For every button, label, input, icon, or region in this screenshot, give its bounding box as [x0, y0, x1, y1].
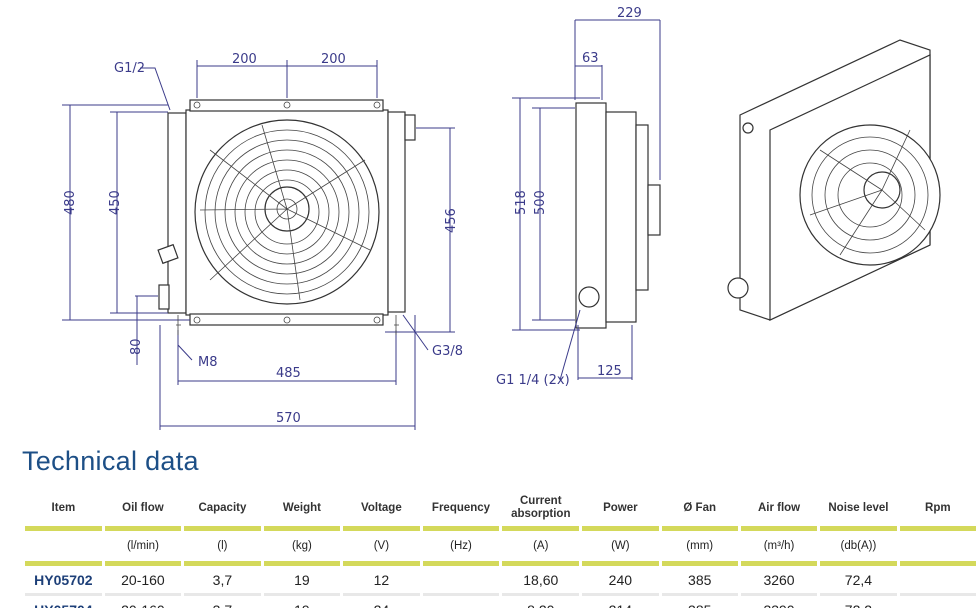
- cell: [422, 566, 500, 596]
- col-weight: Weight: [263, 490, 341, 531]
- cell: [423, 596, 500, 608]
- dim-125: 125: [597, 364, 622, 379]
- unit: (A): [502, 531, 580, 566]
- dim-63: 63: [582, 51, 599, 66]
- dim-200-right: 200: [321, 52, 346, 67]
- unit: [25, 531, 102, 566]
- cell: [900, 596, 976, 608]
- col-rpm: Rpm: [899, 490, 976, 531]
- cell: 12: [343, 566, 420, 596]
- unit: (Hz): [422, 531, 500, 566]
- cell: 18,60: [502, 566, 580, 596]
- unit: (V): [343, 531, 420, 566]
- cell: 20-160: [104, 566, 182, 596]
- front-view: 200 200 G1/2 480 450 456 80 M8 G3/8 485 …: [62, 52, 463, 430]
- isometric-view: [727, 39, 941, 321]
- cell: 240: [582, 566, 659, 596]
- unit: (m³/h): [740, 531, 818, 566]
- cell: 3260: [740, 566, 818, 596]
- cell: 214: [582, 596, 658, 608]
- item-code[interactable]: HY05704: [25, 596, 102, 608]
- dim-480: 480: [63, 190, 78, 215]
- cell: 20-160: [105, 596, 181, 608]
- col-capacity: Capacity: [184, 490, 261, 531]
- dim-456: 456: [444, 208, 459, 233]
- unit: (W): [582, 531, 659, 566]
- table-row: HY05702 20-160 3,7 19 12 18,60 240 385 3…: [25, 566, 976, 596]
- cell: 19: [264, 596, 340, 608]
- cell: 3,7: [184, 596, 261, 608]
- technical-data-table: Item Oil flow Capacity Weight Voltage Fr…: [22, 490, 979, 608]
- units-row: (l/min) (l) (kg) (V) (Hz) (A) (W) (mm) (…: [25, 531, 976, 566]
- cell: 24: [343, 596, 419, 608]
- unit: (l/min): [104, 531, 182, 566]
- cell: 19: [263, 566, 341, 596]
- col-current: Current absorption: [502, 490, 580, 531]
- label-g38: G3/8: [432, 344, 463, 359]
- dim-450: 450: [108, 190, 123, 215]
- col-item: Item: [25, 490, 102, 531]
- dim-229: 229: [617, 6, 642, 21]
- label-m8: M8: [198, 355, 218, 370]
- label-g12: G1/2: [114, 61, 145, 76]
- cell: 385: [661, 566, 738, 596]
- dim-570: 570: [276, 411, 301, 426]
- item-code[interactable]: HY05702: [25, 566, 102, 596]
- table-row: HY05704 20-160 3,7 19 24 8,20 214 385 33…: [25, 596, 976, 608]
- dim-485: 485: [276, 366, 301, 381]
- dim-80: 80: [129, 338, 144, 355]
- dim-518: 518: [514, 190, 529, 215]
- cell: 385: [662, 596, 738, 608]
- cell: 72,4: [820, 566, 897, 596]
- side-view: 229 63 518 500 G1 1/4 (2x) 125: [496, 6, 661, 388]
- dim-200-left: 200: [232, 52, 257, 67]
- col-air-flow: Air flow: [740, 490, 818, 531]
- unit: [899, 531, 976, 566]
- cell: 3,7: [184, 566, 261, 596]
- label-g114: G1 1/4 (2x): [496, 373, 570, 388]
- technical-drawing: 200 200 G1/2 480 450 456 80 M8 G3/8 485 …: [62, 6, 941, 430]
- dim-500: 500: [533, 190, 548, 215]
- section-title: Technical data: [22, 446, 199, 476]
- table-header-row: Item Oil flow Capacity Weight Voltage Fr…: [25, 490, 976, 531]
- col-voltage: Voltage: [343, 490, 420, 531]
- cell: 3390: [741, 596, 817, 608]
- cell: [899, 566, 976, 596]
- col-power: Power: [582, 490, 659, 531]
- col-noise: Noise level: [820, 490, 897, 531]
- unit: (mm): [661, 531, 738, 566]
- cell: 8,20: [502, 596, 579, 608]
- unit: (l): [184, 531, 261, 566]
- unit: (kg): [263, 531, 341, 566]
- col-fan: Ø Fan: [661, 490, 738, 531]
- col-frequency: Frequency: [422, 490, 500, 531]
- unit: (db(A)): [820, 531, 897, 566]
- cell: 72,2: [820, 596, 896, 608]
- col-oil-flow: Oil flow: [104, 490, 182, 531]
